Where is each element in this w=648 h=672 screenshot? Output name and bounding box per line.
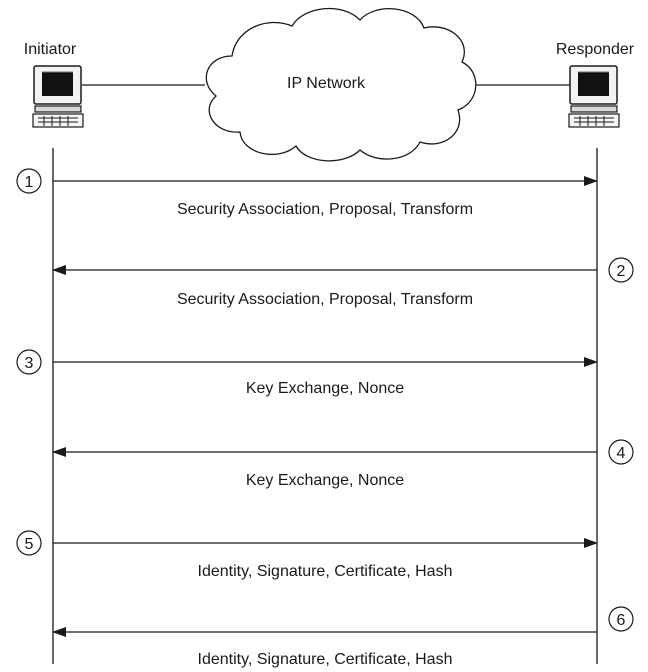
message-label: Security Association, Proposal, Transfor… [177,291,473,308]
monitor-screen-icon [42,72,73,96]
step-badge [16,349,42,375]
step-badge [16,530,42,556]
message-label: Security Association, Proposal, Transfor… [177,201,473,218]
step-badge [608,439,634,465]
computer-base-icon [34,105,82,113]
cloud-icon [205,7,477,162]
message-6: 6 Identity, Signature, Certificate, Hash [52,606,634,668]
message-4: 4 Key Exchange, Nonce [52,439,634,489]
responder-computer [568,65,620,128]
monitor-screen-icon [578,72,609,96]
keyboard-icon [568,113,620,128]
step-number: 5 [25,536,34,553]
step-number: 1 [25,174,34,191]
step-number: 6 [617,612,626,629]
message-label: Key Exchange, Nonce [246,472,404,489]
responder-label: Responder [556,41,635,58]
keyboard-icon [32,113,84,128]
computer-base-icon [570,105,618,113]
step-number: 3 [25,355,34,372]
initiator-computer [32,65,84,128]
step-number: 4 [617,445,626,462]
network-label: IP Network [287,75,366,92]
message-3: 3 Key Exchange, Nonce [16,349,598,397]
step-badge [608,257,634,283]
message-1: 1 Security Association, Proposal, Transf… [16,168,598,218]
message-label: Key Exchange, Nonce [246,380,404,397]
step-number: 2 [617,263,626,280]
step-badge [608,606,634,632]
message-2: 2 Security Association, Proposal, Transf… [52,257,634,308]
step-badge [16,168,42,194]
message-5: 5 Identity, Signature, Certificate, Hash [16,530,598,580]
message-label: Identity, Signature, Certificate, Hash [198,651,453,668]
message-label: Identity, Signature, Certificate, Hash [198,563,453,580]
ip-network-cloud: IP Network [205,7,477,162]
initiator-label: Initiator [24,41,77,58]
